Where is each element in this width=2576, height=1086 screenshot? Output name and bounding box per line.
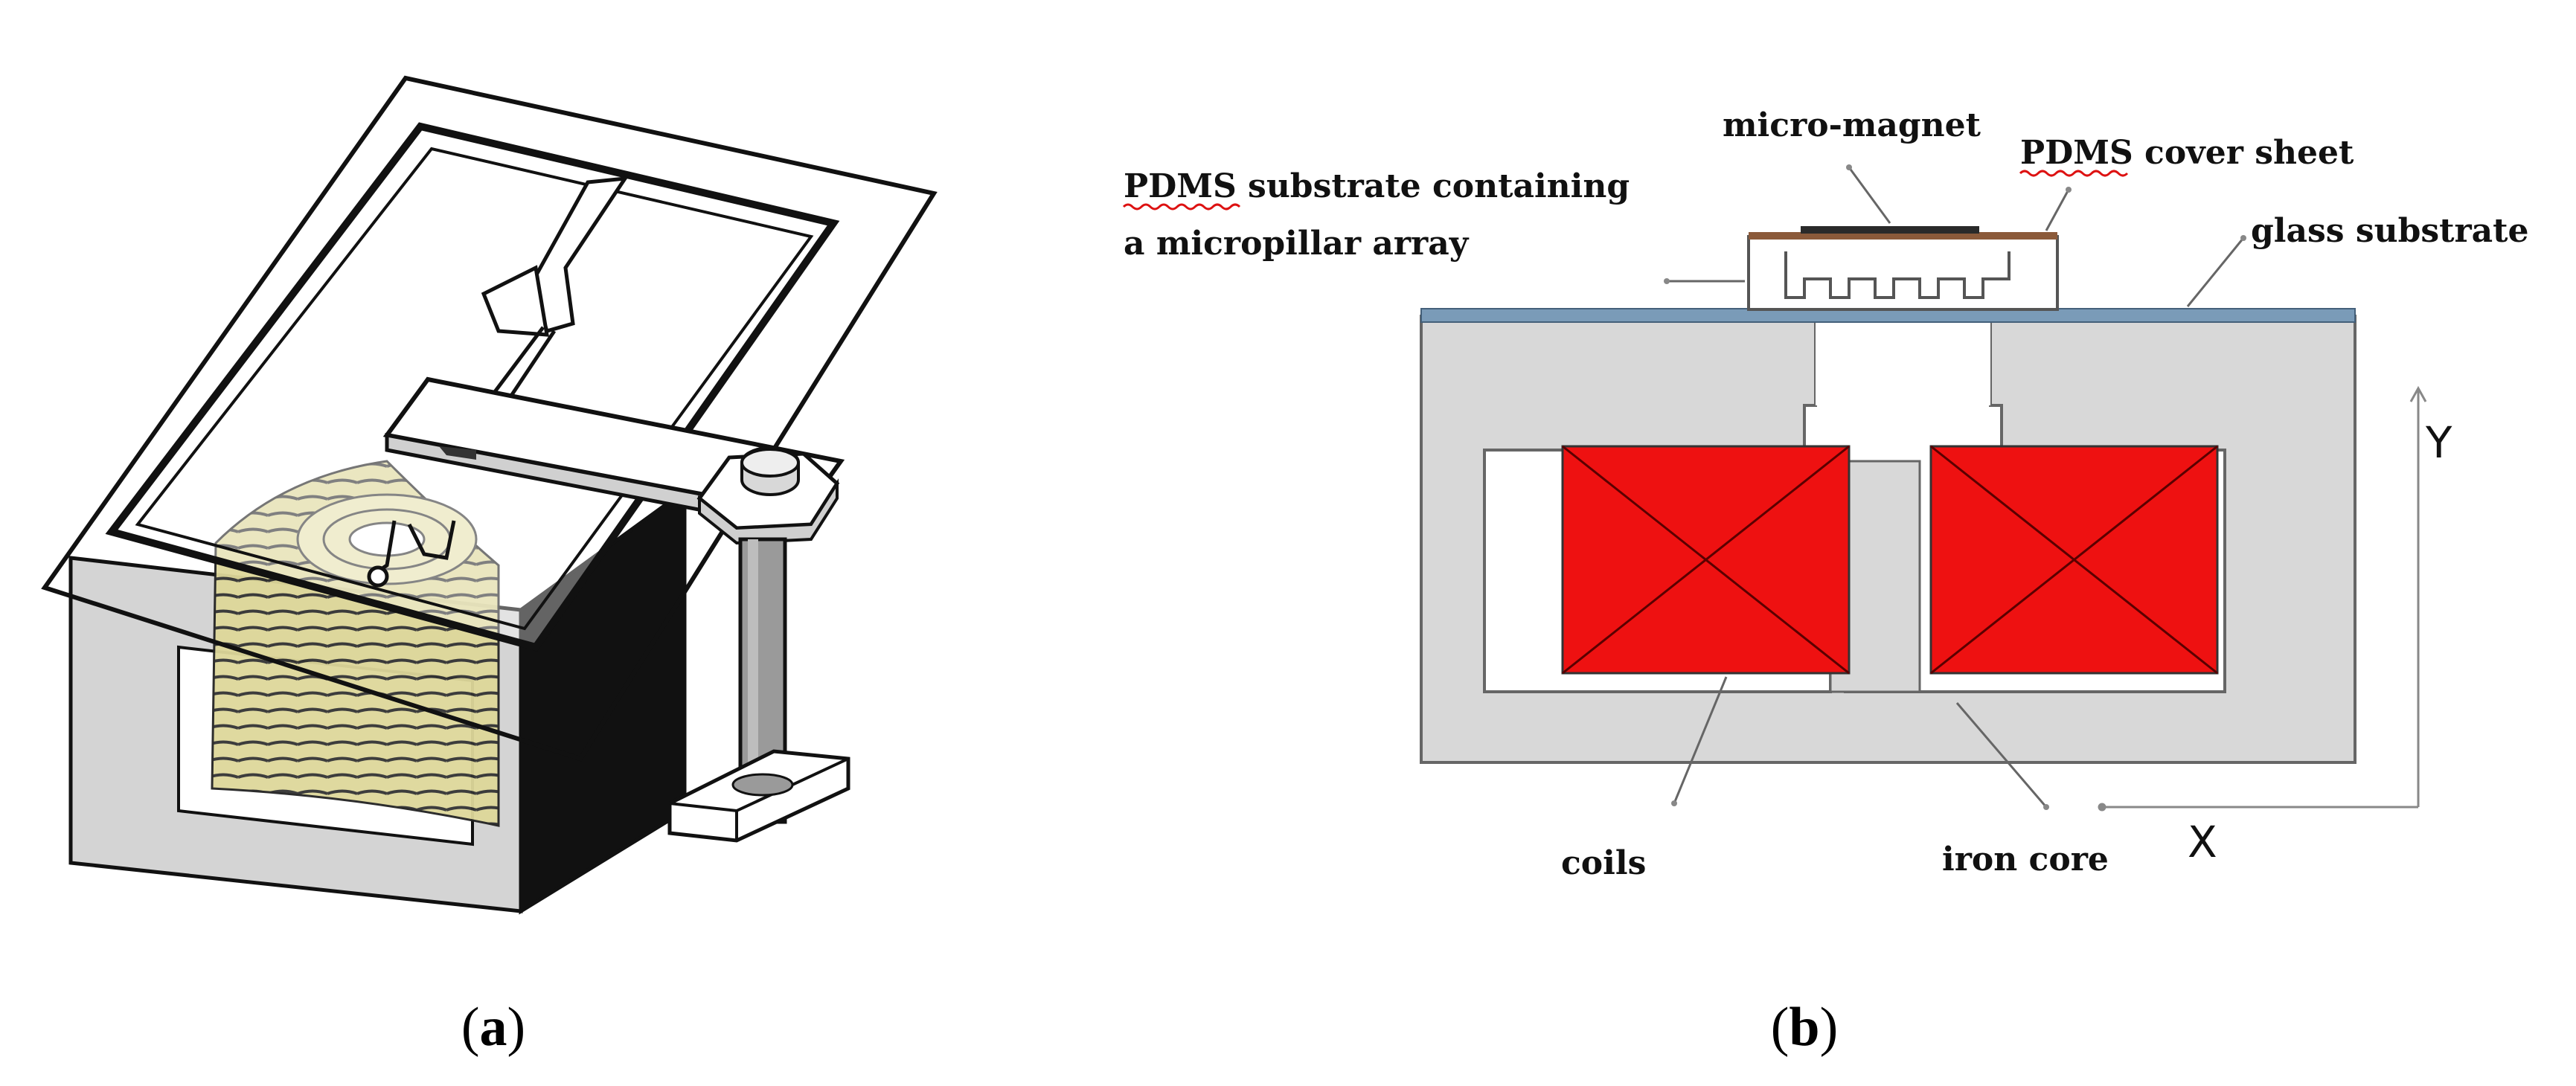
panel-a-drawing: (a): [41, 75, 938, 1058]
panel-a: (a): [0, 0, 1012, 1082]
label-pdms-substrate-line1: PDMS substrate containing: [1124, 167, 1630, 205]
squiggle-1: [1122, 203, 1241, 211]
coil-left: [1561, 445, 1851, 675]
label-coils: coils: [1561, 844, 1646, 882]
axis-x-label: X: [2188, 817, 2217, 867]
hex-nut: [696, 446, 840, 545]
coordinate-axes: [2098, 385, 2427, 812]
axis-y-label: Y: [2425, 417, 2452, 468]
squiggle-2: [2019, 170, 2129, 177]
caption-b: (b): [1771, 997, 1838, 1058]
leader-lines: [1667, 167, 2245, 808]
label-pdms-cover-sheet: PDMS cover sheet: [2020, 134, 2354, 172]
label-pdms-substrate-line2: a micropillar array: [1124, 225, 1470, 263]
pdms-cover-layer: [1749, 232, 2057, 240]
coil-winding: [211, 460, 500, 827]
microfluidic-channel: [367, 176, 629, 588]
label-micro-magnet: micro-magnet: [1723, 106, 1981, 144]
label-glass-substrate: glass substrate: [2251, 212, 2528, 250]
label-iron-core: iron core: [1942, 841, 2109, 878]
leader-dots: [1664, 164, 2246, 810]
coil-right: [1929, 445, 2219, 675]
glass-plate: [41, 75, 938, 762]
caption-a: (a): [461, 997, 525, 1058]
base-block: [667, 749, 850, 843]
panel-b-drawing: Y X micro-magnet PDMS cover sheet PDMS s…: [1122, 106, 2528, 1058]
pdms-substrate-block: [1747, 235, 2059, 311]
panel-b: Y X micro-magnet PDMS cover sheet PDMS s…: [1012, 0, 2576, 1082]
micro-magnet-block: [1801, 226, 1979, 234]
